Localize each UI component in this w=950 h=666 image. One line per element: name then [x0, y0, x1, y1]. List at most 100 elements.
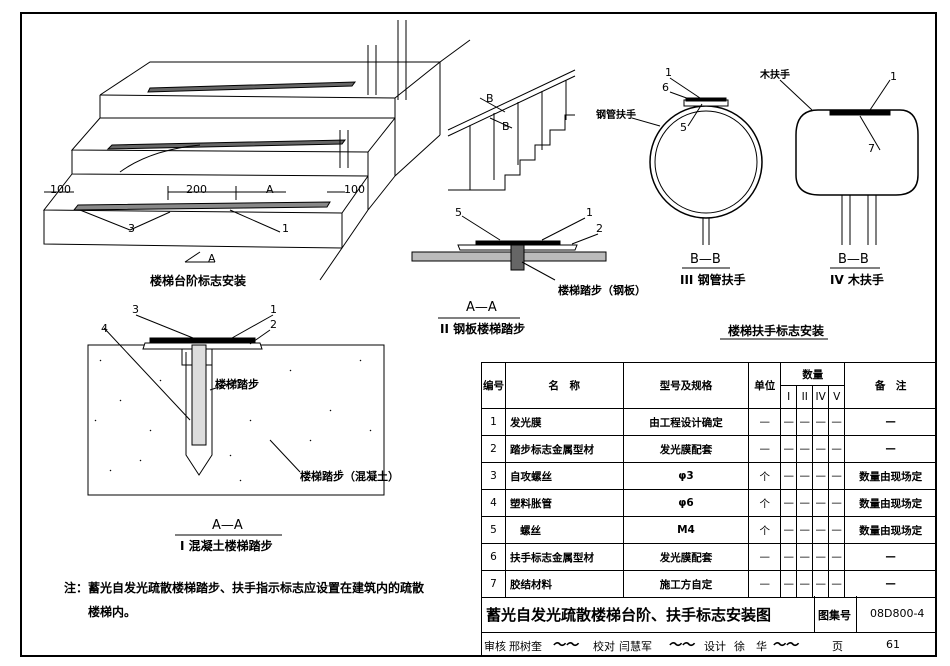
cell-no: 5	[481, 516, 506, 544]
cell-q2: —	[796, 408, 814, 436]
cell-q2: —	[796, 543, 814, 571]
cell-unit: —	[748, 408, 782, 436]
title-block: 蓄光自发光疏散楼梯台阶、扶手标志安装图 图集号 08D800-4	[481, 596, 937, 633]
steel-handrail-section	[631, 77, 763, 269]
cell-spec: 施工方自定	[622, 570, 750, 598]
col-no: 编号	[481, 362, 506, 409]
cell-q3: —	[812, 408, 830, 436]
steel-section-caption: II 钢板楼梯踏步	[440, 322, 526, 336]
cell-no: 6	[481, 543, 506, 571]
concrete-callout-1: 1	[270, 303, 277, 316]
cell-name: 自攻螺丝	[504, 462, 624, 490]
stair-mark-a2: A	[208, 252, 216, 265]
steel-step-callout-2: 2	[596, 222, 603, 235]
railing-view	[447, 69, 576, 191]
wood-handrail-callout-7: 7	[868, 142, 875, 155]
cell-q3: —	[812, 489, 830, 517]
cell-q2: —	[796, 489, 814, 517]
design-label: 设计	[704, 640, 726, 653]
section-concrete	[87, 314, 385, 536]
cell-q4: —	[828, 543, 846, 571]
cell-name: 踏步标志金属型材	[504, 435, 624, 463]
stair-dim-mid: 200	[186, 183, 207, 196]
signature-row: 审核 邢树奎 〜〜 校对 闫慧军 〜〜 设计 徐 华 〜〜 页 61	[481, 633, 937, 657]
atlas-number: 08D800-4	[870, 607, 925, 620]
cell-spec: φ6	[622, 489, 750, 517]
stair-callout-1: 1	[282, 222, 289, 235]
checker-signature: 〜〜	[668, 638, 695, 653]
wood-handrail-section-id: B—B	[838, 252, 869, 267]
concrete-section-caption: I 混凝土楼梯踏步	[180, 539, 273, 553]
checker-name: 闫慧军	[619, 640, 652, 653]
wood-handrail-section	[779, 79, 919, 269]
stair-caption: 楼梯台阶标志安装	[150, 274, 247, 288]
concrete-label: 楼梯踏步（混凝土）	[300, 470, 399, 483]
stair-callout-3: 3	[128, 222, 135, 235]
steel-section-id: A—A	[466, 300, 497, 315]
cell-q1: —	[780, 543, 798, 571]
page-label: 页	[832, 640, 843, 653]
cell-name: 胶结材料	[504, 570, 624, 598]
cell-q3: —	[812, 543, 830, 571]
cell-remark: —	[844, 435, 937, 463]
cell-unit: 个	[748, 516, 782, 544]
cell-q4: —	[828, 408, 846, 436]
col-name: 名 称	[504, 362, 624, 409]
steel-handrail-caption: III 钢管扶手	[680, 273, 746, 287]
concrete-section-id: A—A	[212, 518, 243, 533]
stair-dim-right: 100	[344, 183, 365, 196]
steel-step-callout-5: 5	[455, 206, 462, 219]
section-steel	[411, 215, 607, 319]
cell-q2: —	[796, 462, 814, 490]
cell-remark: 数量由现场定	[844, 516, 937, 544]
cell-name: 螺丝	[504, 516, 624, 544]
wood-handrail-caption: IV 木扶手	[830, 273, 884, 287]
atlas-label: 图集号	[818, 609, 851, 622]
cell-q1: —	[780, 516, 798, 544]
wood-handrail-label: 木扶手	[760, 70, 790, 81]
note-line-1: 注：蓄光自发光疏散楼梯踏步、扶手指示标志应设置在建筑内的疏散	[64, 581, 425, 595]
sheet-border	[20, 12, 937, 657]
cell-q4: —	[828, 570, 846, 598]
cell-spec: M4	[622, 516, 750, 544]
reviewer-signature: 〜〜	[552, 638, 579, 653]
check-label: 校对	[593, 640, 615, 653]
steel-handrail-callout-6: 6	[662, 81, 669, 94]
col-unit: 单位	[748, 362, 782, 409]
review-label: 审核	[484, 640, 506, 653]
cell-q1: —	[780, 570, 798, 598]
cell-spec: 由工程设计确定	[622, 408, 750, 436]
col-q3: IV	[812, 385, 830, 409]
cell-no: 3	[481, 462, 506, 490]
cell-name: 塑料胀管	[504, 489, 624, 517]
steel-handrail-callout-1: 1	[665, 66, 672, 79]
steel-handrail-section-id: B—B	[690, 252, 721, 267]
col-q2: II	[796, 385, 814, 409]
concrete-callout-4: 4	[101, 322, 108, 335]
cell-spec: 发光膜配套	[622, 543, 750, 571]
cell-unit: —	[748, 570, 782, 598]
cell-q1: —	[780, 435, 798, 463]
drawing-title: 蓄光自发光疏散楼梯台阶、扶手标志安装图	[486, 606, 772, 624]
cell-q3: —	[812, 462, 830, 490]
col-qty: 数量	[780, 362, 846, 386]
cell-remark: —	[844, 408, 937, 436]
cell-remark: —	[844, 570, 937, 598]
cell-no: 2	[481, 435, 506, 463]
cell-spec: φ3	[622, 462, 750, 490]
steel-step-label: 楼梯踏步（钢板）	[558, 284, 646, 297]
designer-signature: 〜〜	[772, 638, 799, 653]
cell-unit: 个	[748, 462, 782, 490]
cell-remark: 数量由现场定	[844, 489, 937, 517]
cell-q4: —	[828, 435, 846, 463]
page-number: 61	[886, 638, 900, 651]
steel-step-callout-1: 1	[586, 206, 593, 219]
